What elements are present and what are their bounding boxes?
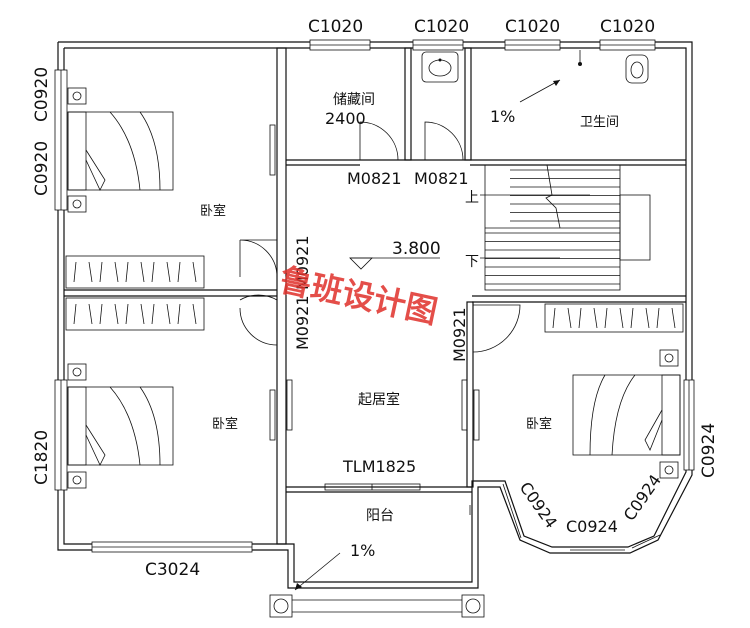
bed-top-left — [67, 87, 174, 213]
window-label-bay-left: C0924 — [516, 478, 561, 531]
window-label-bay-right: C0924 — [620, 471, 665, 524]
window-label-top2: C1020 — [414, 17, 469, 37]
stair-up-label: 上 — [465, 190, 479, 206]
windows-top — [309, 39, 656, 51]
door-label-m0921-top: M0921 — [293, 235, 312, 290]
storage-width-dimension: 2400 — [325, 109, 366, 128]
elevation-label: 3.800 — [392, 239, 441, 259]
beds — [67, 87, 681, 489]
bathroom-fixtures — [421, 50, 649, 103]
balcony-features — [269, 500, 485, 618]
room-label-bedroom-right: 卧室 — [526, 416, 552, 432]
window-label-top3: C1020 — [505, 17, 560, 37]
stair-down-label: 下 — [465, 254, 479, 270]
window-label-top4: C1020 — [600, 17, 655, 37]
staircase — [480, 164, 651, 291]
room-label-bedroom-bottom-left: 卧室 — [212, 416, 238, 432]
living-features — [269, 124, 480, 441]
room-label-bathroom: 卫生间 — [580, 115, 619, 130]
window-label-bottom: C3024 — [145, 560, 200, 580]
window-bottom — [91, 541, 253, 553]
bed-right — [572, 349, 681, 479]
room-label-bedroom-top-left: 卧室 — [200, 203, 226, 219]
door-label-m0921-bottom: M0921 — [293, 295, 312, 350]
wardrobes — [65, 255, 684, 333]
bay-windows — [502, 379, 695, 551]
window-label-right: C0924 — [699, 423, 719, 478]
doors — [239, 121, 521, 491]
window-label-left3: C1820 — [32, 430, 52, 485]
balcony-slope: 1% — [350, 541, 375, 560]
bed-bottom-left — [67, 363, 174, 489]
window-label-top1: C1020 — [308, 17, 363, 37]
room-label-storage: 储藏间 — [333, 92, 375, 108]
window-label-left2: C0920 — [32, 141, 52, 196]
window-label-bay-mid: C0924 — [566, 517, 618, 536]
door-label-tlm: TLM1825 — [342, 457, 416, 476]
window-label-left1: C0920 — [32, 67, 52, 122]
room-label-living: 起居室 — [358, 391, 400, 408]
room-label-balcony: 阳台 — [366, 508, 394, 524]
outer-walls — [57, 41, 693, 589]
door-label-m0921-right: M0921 — [450, 307, 469, 362]
interior-walls — [64, 47, 686, 545]
door-label-m0821-left: M0821 — [347, 169, 402, 188]
bathroom-slope: 1% — [490, 107, 515, 126]
door-label-m0821-right: M0821 — [414, 169, 469, 188]
windows-left — [54, 69, 68, 491]
